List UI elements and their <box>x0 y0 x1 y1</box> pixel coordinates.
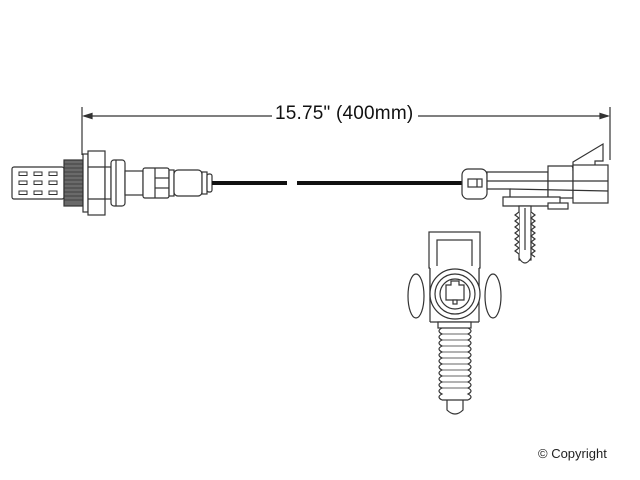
threaded-body <box>63 159 84 207</box>
push-clip-side <box>514 205 536 264</box>
hex-nut <box>82 150 106 216</box>
connector-side <box>461 142 609 210</box>
connector-front <box>407 231 502 415</box>
sensor-housing <box>104 159 213 207</box>
sensor-tip <box>11 166 65 200</box>
dimension-line <box>81 107 611 160</box>
copyright-notice: © Copyright <box>538 446 607 461</box>
dimension-label: 15.75" (400mm) <box>272 103 417 125</box>
